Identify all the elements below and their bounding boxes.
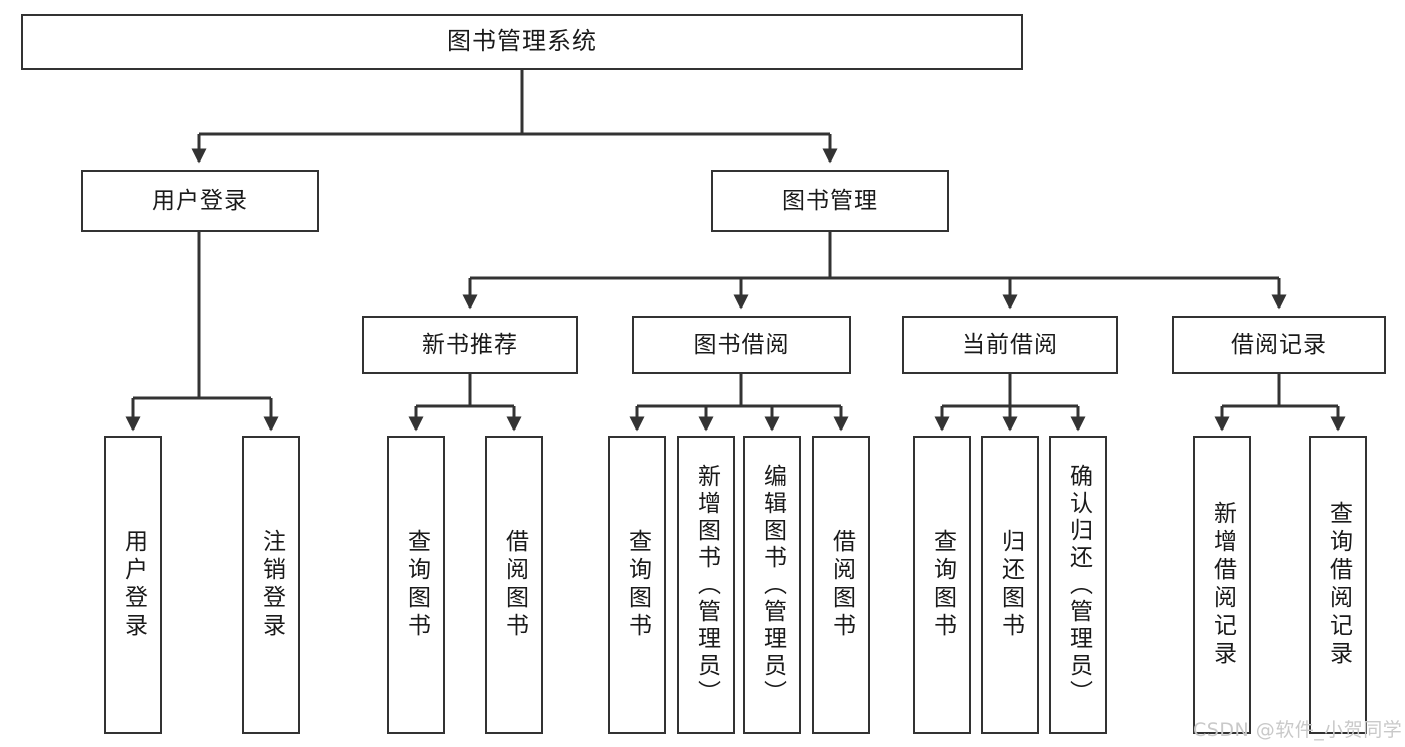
leaf-logout[interactable]: 注销登录 — [242, 436, 300, 734]
node-label: 借阅记录 — [1231, 331, 1327, 358]
node-label: 归还图书 — [997, 529, 1024, 641]
node-book-management[interactable]: 图书管理 — [711, 170, 949, 232]
node-label: 确认归还（管理员） — [1065, 463, 1092, 707]
leaf-borrow-book-recommend[interactable]: 借阅图书 — [485, 436, 543, 734]
node-label: 查询图书 — [929, 529, 956, 641]
leaf-query-borrow-record[interactable]: 查询借阅记录 — [1309, 436, 1367, 734]
leaf-query-book-current[interactable]: 查询图书 — [913, 436, 971, 734]
node-label: 查询图书 — [624, 529, 651, 641]
node-borrow-record[interactable]: 借阅记录 — [1172, 316, 1386, 374]
node-label: 新增图书（管理员） — [693, 463, 720, 707]
node-label: 图书借阅 — [693, 331, 790, 358]
node-label: 图书管理系统 — [447, 27, 597, 56]
node-label: 新书推荐 — [422, 331, 518, 358]
node-label: 借阅图书 — [501, 529, 528, 641]
leaf-add-book-admin[interactable]: 新增图书（管理员） — [677, 436, 735, 734]
node-label: 借阅图书 — [828, 529, 855, 641]
node-label: 新增借阅记录 — [1209, 501, 1236, 669]
leaf-borrow-book[interactable]: 借阅图书 — [812, 436, 870, 734]
leaf-query-book-recommend[interactable]: 查询图书 — [387, 436, 445, 734]
csdn-watermark: CSDN @软件_小贺同学 — [1193, 719, 1403, 741]
leaf-user-login[interactable]: 用户登录 — [104, 436, 162, 734]
node-label: 用户登录 — [152, 187, 248, 214]
leaf-return-book[interactable]: 归还图书 — [981, 436, 1039, 734]
node-label: 当前借阅 — [962, 331, 1058, 358]
node-user-login[interactable]: 用户登录 — [81, 170, 319, 232]
node-label: 注销登录 — [258, 529, 285, 641]
node-label: 查询借阅记录 — [1325, 501, 1352, 669]
leaf-edit-book-admin[interactable]: 编辑图书（管理员） — [743, 436, 801, 734]
leaf-add-borrow-record[interactable]: 新增借阅记录 — [1193, 436, 1251, 734]
node-new-book-recommend[interactable]: 新书推荐 — [362, 316, 578, 374]
node-current-borrow[interactable]: 当前借阅 — [902, 316, 1118, 374]
node-label: 查询图书 — [403, 529, 430, 641]
node-label: 图书管理 — [782, 187, 878, 214]
node-label: 编辑图书（管理员） — [759, 463, 786, 707]
node-label: 用户登录 — [120, 529, 147, 641]
node-root-book-management-system[interactable]: 图书管理系统 — [21, 14, 1023, 70]
node-book-borrow[interactable]: 图书借阅 — [632, 316, 851, 374]
leaf-query-book-borrow[interactable]: 查询图书 — [608, 436, 666, 734]
leaf-confirm-return-admin[interactable]: 确认归还（管理员） — [1049, 436, 1107, 734]
